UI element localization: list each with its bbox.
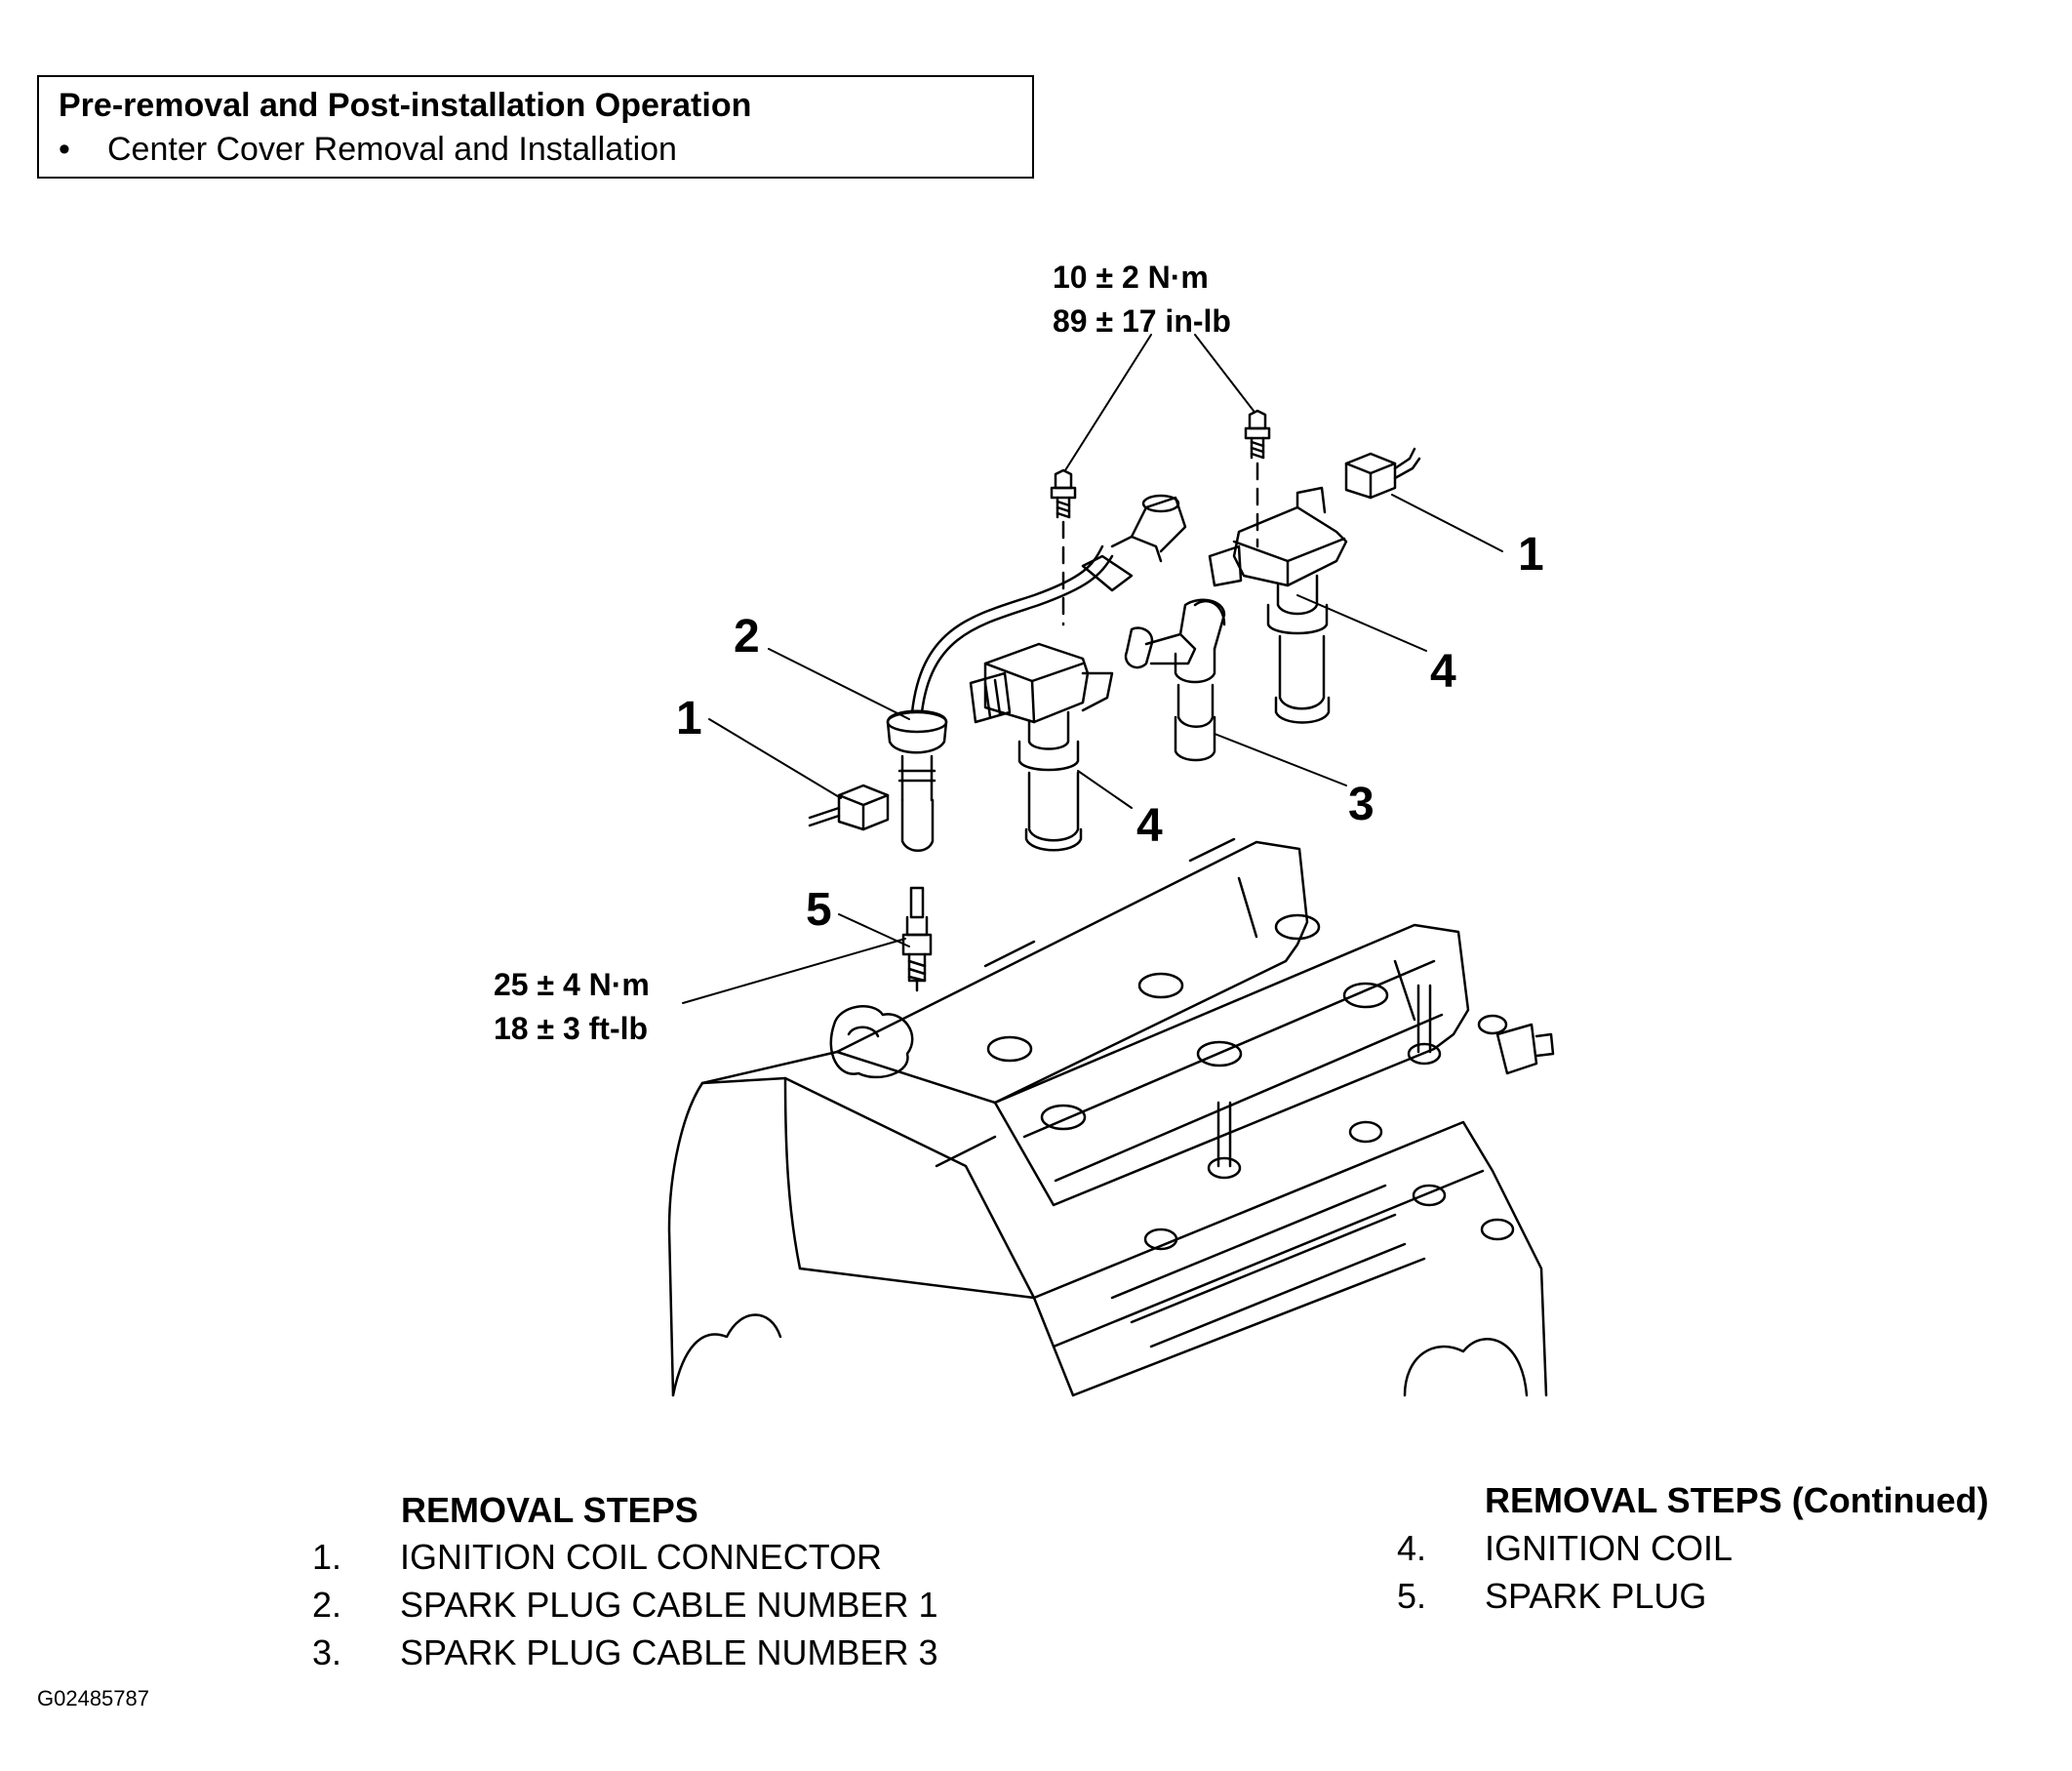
step-label: SPARK PLUG CABLE NUMBER 1 bbox=[400, 1585, 938, 1625]
coil-connector-right bbox=[1344, 447, 1421, 500]
coil-bolt-right bbox=[1244, 409, 1271, 460]
figure-id: G02485787 bbox=[37, 1686, 149, 1711]
pre-removal-item-label: Center Cover Removal and Installation bbox=[107, 131, 677, 168]
callout-labels: 1 2 1 4 4 3 5 bbox=[676, 529, 1544, 936]
callout-number: 5 bbox=[806, 884, 832, 936]
torque-plug-metric: 25 ± 4 N·m bbox=[494, 967, 650, 1002]
torque-coil-imperial: 89 ± 17 in-lb bbox=[1053, 303, 1231, 339]
step-number: 3. bbox=[312, 1632, 342, 1672]
ignition-coil-left bbox=[969, 642, 1114, 852]
step-number: 2. bbox=[312, 1585, 342, 1625]
callout-number: 4 bbox=[1136, 800, 1163, 852]
step-number: 5. bbox=[1397, 1576, 1427, 1616]
callout-number: 4 bbox=[1430, 646, 1456, 698]
step-label: IGNITION COIL bbox=[1485, 1528, 1733, 1568]
torque-plug-imperial: 18 ± 3 ft-lb bbox=[494, 1011, 648, 1046]
bullet-icon: • bbox=[59, 131, 70, 168]
spark-plug bbox=[901, 886, 933, 992]
step-number: 4. bbox=[1397, 1528, 1427, 1568]
pre-removal-title: Pre-removal and Post-installation Operat… bbox=[59, 87, 752, 124]
engine-head-drawing bbox=[667, 837, 1555, 1397]
pre-removal-item: • Center Cover Removal and Installation bbox=[59, 131, 677, 169]
ignition-coil-right bbox=[1208, 486, 1348, 724]
coil-bolt-left bbox=[1050, 468, 1077, 519]
callout-number: 1 bbox=[1518, 529, 1544, 581]
spark-plug-cable-1 bbox=[886, 494, 1187, 852]
step-label: SPARK PLUG CABLE NUMBER 3 bbox=[400, 1632, 938, 1672]
callout-number: 1 bbox=[676, 693, 702, 745]
callout-number: 3 bbox=[1348, 779, 1375, 830]
step-number: 1. bbox=[312, 1537, 342, 1577]
spark-plug-cable-3 bbox=[1124, 598, 1226, 762]
removal-steps-heading: REMOVAL STEPS bbox=[401, 1490, 698, 1530]
removal-steps-continued-heading: REMOVAL STEPS (Continued) bbox=[1485, 1480, 1989, 1520]
coil-connector-left bbox=[808, 784, 890, 831]
step-label: IGNITION COIL CONNECTOR bbox=[400, 1537, 883, 1577]
torque-labels: 10 ± 2 N·m 89 ± 17 in-lb 25 ± 4 N·m 18 ±… bbox=[494, 260, 1231, 1046]
leader-lines bbox=[682, 334, 1503, 1004]
callout-number: 2 bbox=[734, 611, 760, 663]
torque-coil-metric: 10 ± 2 N·m bbox=[1053, 260, 1209, 295]
pre-removal-box: Pre-removal and Post-installation Operat… bbox=[37, 75, 1034, 179]
step-label: SPARK PLUG bbox=[1485, 1576, 1707, 1616]
